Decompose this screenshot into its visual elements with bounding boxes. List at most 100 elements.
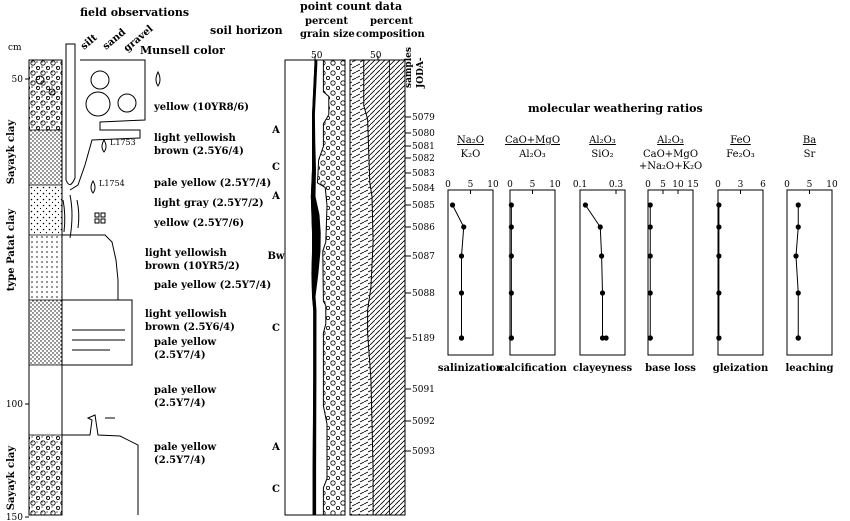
sample-label: 5087 <box>412 252 435 262</box>
ratio-point <box>795 224 801 230</box>
munsell-color-label: pale yellow <box>154 337 217 348</box>
header-percent-comp: percent <box>370 16 413 27</box>
panel-tick-label: 5 <box>807 180 813 190</box>
depth-tick-label: 50 <box>12 75 24 85</box>
ratio-point <box>458 335 465 341</box>
munsell-color-label: pale yellow (2.5Y7/4) <box>154 280 271 291</box>
ratio-numerator: CaO+MgO <box>505 135 560 146</box>
panel-frame <box>447 189 494 356</box>
munsell-color-label: light yellowish <box>154 133 236 144</box>
panel-tick-label: 5 <box>530 180 536 190</box>
sample-label: 5084 <box>412 184 435 194</box>
munsell-color-label: (2.5Y7/4) <box>154 398 206 409</box>
soil-horizon-label: C <box>272 484 280 495</box>
ratio-point <box>508 224 514 230</box>
panel-process-label: clayeyness <box>573 363 633 374</box>
ratio-point <box>449 202 456 208</box>
ratio-point <box>458 253 465 259</box>
field-note-label: L1753 <box>110 138 136 147</box>
panel-process-label: calcification <box>498 363 567 374</box>
panel-frame <box>786 189 833 356</box>
ratio-point <box>508 290 514 296</box>
ratio-point <box>603 335 609 341</box>
ratio-denominator: Sr <box>804 149 816 160</box>
soil-horizon-label: C <box>272 162 280 173</box>
panel-frame <box>717 189 764 356</box>
weathering-title: molecular weathering ratios <box>528 102 703 115</box>
munsell-color-label: (2.5Y7/4) <box>154 350 206 361</box>
sand-gravel-boundary <box>316 60 330 515</box>
munsell-color-label: pale yellow <box>154 442 217 453</box>
ratio-point <box>647 253 653 259</box>
panel-process-label: gleization <box>713 363 769 374</box>
munsell-color-label: brown (2.5Y6/4) <box>145 322 235 333</box>
ratio-point <box>795 335 801 341</box>
composition-fifty-label: 50 <box>370 51 382 61</box>
panel-tick-label: 3 <box>738 180 744 190</box>
lithic-fraction-area <box>363 60 405 515</box>
header-field-observations: field observations <box>80 6 189 19</box>
composition-column <box>349 56 406 516</box>
ratio-point <box>795 290 801 296</box>
munsell-color-label: light yellowish <box>145 309 227 320</box>
sample-label: 5085 <box>412 201 435 211</box>
depth-tick-label: 100 <box>6 400 23 410</box>
header-soil-horizon: soil horizon <box>210 24 283 37</box>
ratio-point <box>508 335 514 341</box>
munsell-color-label: (2.5Y7/4) <box>154 455 206 466</box>
header-point-count-data: point count data <box>300 0 402 13</box>
ratio-numerator: Al₂O₃ <box>656 135 684 146</box>
ratio-denominator: K₂O <box>461 149 481 160</box>
header-percent-grain: percent <box>305 16 348 27</box>
soil-horizon-label: C <box>272 323 280 334</box>
ratio-point <box>716 202 722 208</box>
composition-boundary <box>363 60 374 515</box>
sample-label: 5079 <box>412 113 435 123</box>
panel-tick-label: 5 <box>468 180 474 190</box>
grain-axis-silt: silt <box>79 32 100 52</box>
ratio-point <box>647 290 653 296</box>
ratio-point <box>599 290 606 296</box>
sample-label: 5091 <box>412 385 435 395</box>
panel-frame <box>509 189 556 356</box>
munsell-color-label: light gray (2.5Y7/2) <box>154 198 264 209</box>
panel-tick-label: 0 <box>784 180 790 190</box>
ratio-point <box>508 253 514 259</box>
ratio-denominator: Al₂O₃ <box>518 149 546 160</box>
ratio-denominator: SiO₂ <box>591 149 613 160</box>
panel-tick-label: 0 <box>645 180 651 190</box>
ratio-point <box>793 253 799 259</box>
panel-frame <box>647 189 694 356</box>
panel-tick-label: 5 <box>660 180 666 190</box>
ratio-point <box>461 224 467 230</box>
header-grain-size: grain size <box>300 29 355 40</box>
grain-size-column <box>284 56 346 516</box>
panel-tick-label: 0.1 <box>573 180 587 190</box>
panel-tick-label: 0.3 <box>609 180 624 190</box>
ratio-point <box>597 224 603 230</box>
ratio-point <box>647 335 653 341</box>
ratio-point <box>599 253 605 259</box>
panel-tick-label: 6 <box>760 180 766 190</box>
panel-tick-label: 10 <box>549 180 561 190</box>
munsell-color-label: pale yellow (2.5Y7/4) <box>154 178 271 189</box>
soil-horizon-label: Bw <box>267 251 284 262</box>
ratio-denominator: Fe₂O₃ <box>726 149 755 160</box>
soil-horizon-label: A <box>271 191 280 202</box>
soil-horizon-label: A <box>271 125 280 136</box>
ratio-point <box>716 290 722 296</box>
sample-label: 5093 <box>412 447 435 457</box>
sample-label: 5092 <box>412 417 435 427</box>
panel-tick-label: 10 <box>672 180 684 190</box>
panel-tick-label: 10 <box>826 180 838 190</box>
